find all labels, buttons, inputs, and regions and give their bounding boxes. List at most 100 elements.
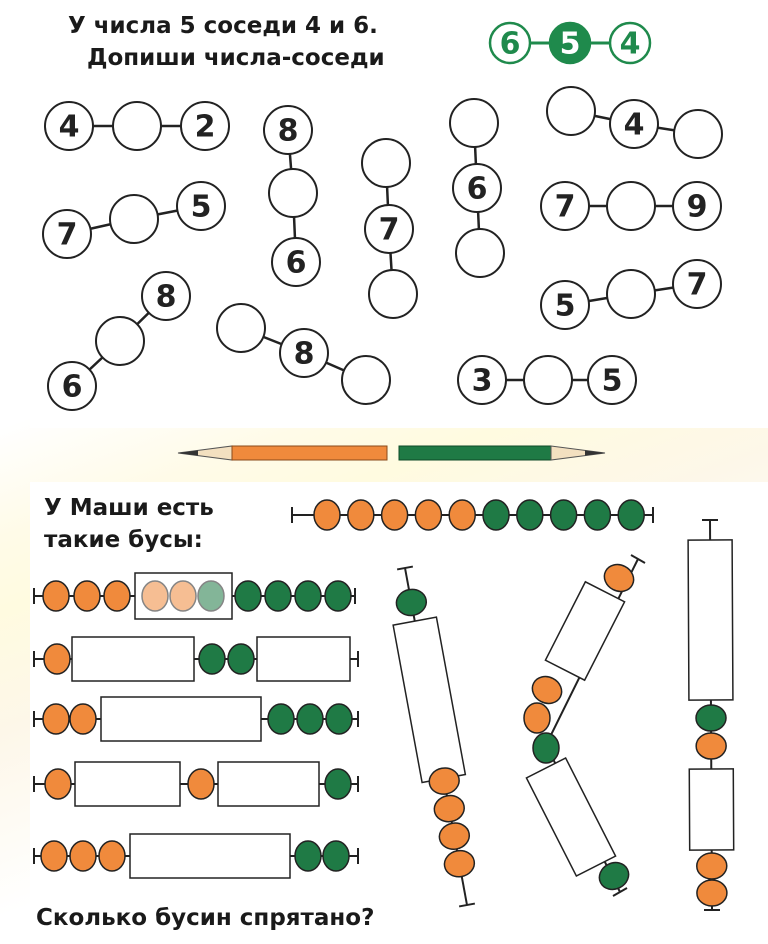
empty-answer-circle	[673, 109, 723, 159]
green-bead	[549, 499, 578, 531]
chain-number: 5	[602, 364, 623, 399]
number-circle	[42, 209, 92, 259]
green-bead	[234, 580, 262, 612]
number-circle	[364, 204, 414, 254]
orange-bead	[40, 840, 68, 872]
empty-answer-circle	[546, 86, 596, 136]
task1-title-line1: У числа 5 соседи 4 и 6.	[68, 13, 378, 39]
chain-number: 6	[467, 172, 488, 207]
chain-number: 7	[555, 190, 576, 225]
orange-bead	[69, 840, 97, 872]
example-circle	[608, 21, 652, 65]
orange-bead	[448, 499, 476, 531]
hiding-box	[525, 756, 617, 878]
task2-question: Сколько бусин спрятано?	[36, 905, 375, 931]
orange-bead	[141, 580, 169, 612]
green-bead	[294, 840, 322, 872]
number-circle	[540, 181, 590, 231]
orange-bead	[531, 675, 563, 705]
orange-bead	[523, 702, 551, 734]
strand-end	[396, 565, 414, 571]
green-bead	[322, 840, 350, 872]
chain-number: 7	[379, 213, 400, 248]
chain-number: 5	[555, 289, 576, 324]
green-bead	[583, 499, 612, 531]
orange-bead	[603, 563, 635, 593]
hiding-box	[217, 761, 320, 807]
hiding-box	[392, 616, 467, 784]
example-number: 5	[560, 27, 581, 62]
empty-answer-circle	[361, 138, 411, 188]
number-circle	[271, 237, 321, 287]
number-chain: 7	[361, 138, 418, 319]
green-pencil	[398, 445, 552, 461]
pencil-lead-right	[585, 450, 605, 456]
orange-bead	[380, 499, 409, 531]
orange-bead	[347, 499, 375, 531]
green-bead	[324, 580, 352, 612]
empty-answer-circle	[216, 303, 266, 353]
tilted-bead-string-3	[687, 518, 735, 912]
hiding-box	[100, 696, 262, 742]
number-circle	[452, 163, 502, 213]
orange-bead	[428, 767, 460, 795]
orange-bead	[313, 499, 341, 531]
strand-end	[612, 887, 628, 897]
number-chain: 8	[216, 303, 391, 405]
orange-bead	[69, 703, 97, 735]
number-chain: 86	[263, 105, 321, 287]
green-bead	[267, 703, 295, 735]
empty-answer-circle	[109, 194, 159, 244]
orange-bead	[695, 732, 727, 760]
orange-bead	[414, 499, 443, 531]
hiding-box	[688, 768, 735, 851]
pencil-tip-right	[550, 445, 606, 461]
green-bead	[482, 499, 510, 531]
chain-number: 5	[191, 190, 212, 225]
example-circle	[488, 21, 532, 65]
chain-number: 6	[286, 246, 307, 281]
empty-answer-circle	[455, 228, 505, 278]
empty-answer-circle	[268, 168, 318, 218]
number-circle	[176, 181, 226, 231]
green-bead	[324, 768, 352, 800]
chain-number: 9	[687, 190, 708, 225]
bead-string-row-5	[33, 833, 359, 879]
hiding-box	[687, 539, 734, 701]
strand-end	[458, 902, 476, 908]
empty-answer-circle	[523, 355, 573, 405]
green-bead	[264, 580, 292, 612]
green-bead	[516, 499, 544, 531]
empty-answer-circle	[368, 269, 418, 319]
orange-bead	[443, 849, 476, 878]
empty-answer-circle	[606, 181, 656, 231]
hiding-box	[74, 761, 181, 807]
number-chain: 75	[42, 181, 226, 259]
example-number: 6	[500, 27, 521, 62]
number-circle	[263, 105, 313, 155]
chain-number: 7	[687, 268, 708, 303]
green-bead	[296, 703, 324, 735]
bead-string-row-3	[33, 696, 359, 742]
hiding-box	[129, 833, 291, 879]
task1-title-line2: Допиши числа-соседи	[87, 45, 385, 71]
task2-intro-line2: такие бусы:	[44, 527, 203, 553]
number-circle	[279, 328, 329, 378]
orange-bead	[73, 580, 101, 612]
hiding-box	[544, 580, 626, 682]
hiding-box	[256, 636, 351, 682]
number-circle	[672, 181, 722, 231]
example-number: 4	[620, 27, 641, 62]
number-circle	[180, 101, 230, 151]
green-bead	[598, 861, 630, 891]
number-circle	[457, 355, 507, 405]
green-bead	[197, 580, 225, 612]
pencils-divider	[177, 445, 606, 461]
orange-bead	[43, 643, 71, 675]
task2-intro-line1: У Маши есть	[44, 495, 214, 521]
tilted-bead-string-2	[523, 554, 646, 897]
